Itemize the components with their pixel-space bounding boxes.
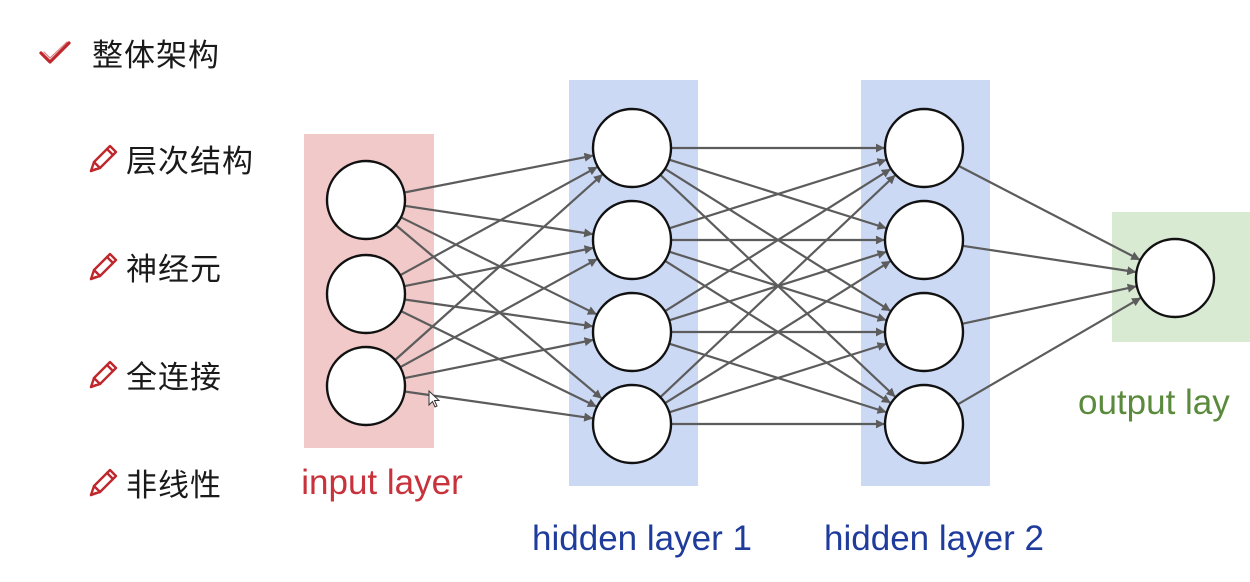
layer-labels: input layer hidden layer 1 hidden layer 2 o…: [301, 383, 1230, 558]
connection-1-1-0: [668, 158, 887, 230]
connection-1-3-2: [668, 342, 887, 414]
neuron-1-3: [591, 383, 673, 465]
layer-label-2: hidden layer 2: [824, 519, 1044, 558]
neuron-1-2: [591, 291, 673, 373]
neuron-3-0: [1134, 237, 1216, 319]
connection-1-2-0: [664, 168, 891, 313]
neuron-0-0: [325, 159, 407, 241]
connection-0-0-2: [400, 216, 597, 316]
layer-label-0: input layer: [301, 463, 463, 502]
neuron-2-0: [883, 107, 965, 189]
layer-label-1: hidden layer 1: [532, 519, 752, 558]
outline-item-fully-connected: 全连接: [86, 352, 222, 397]
outline-item-label: 层次结构: [126, 144, 254, 180]
checkmark-icon: [39, 40, 71, 64]
outline-title-text: 整体架构: [92, 38, 220, 74]
layer-label-3: output lay: [1078, 383, 1230, 422]
connection-0-1-0: [399, 166, 598, 277]
outline-title: 整体架构: [38, 30, 220, 75]
connection-0-0-3: [395, 224, 603, 400]
connection-2-1-0: [962, 244, 1137, 276]
neuron-2-2: [883, 291, 965, 373]
neuron-1-0: [591, 107, 673, 189]
outline-item-neuron: 神经元: [86, 244, 222, 289]
outline-item-nonlinearity: 非线性: [86, 460, 222, 505]
connection-0-2-2: [403, 337, 594, 380]
outline-item-label: 神经元: [126, 252, 222, 288]
connection-1-3-1: [664, 260, 891, 405]
neurons: [325, 107, 1216, 465]
neuron-2-3: [883, 383, 965, 465]
connection-0-0-1: [404, 204, 594, 238]
neuron-2-1: [883, 199, 965, 281]
outline-item-hierarchy: 层次结构: [86, 136, 254, 181]
connection-2-0-0: [958, 164, 1141, 261]
connection-2-2-0: [961, 283, 1137, 325]
connection-0-0-0: [404, 152, 594, 194]
connection-2-3-0: [957, 297, 1142, 406]
pencil-icon: [89, 468, 118, 496]
mouse-cursor-icon: [428, 389, 441, 408]
pencil-icon: [89, 144, 118, 172]
connection-0-2-1: [399, 258, 598, 369]
neuron-0-1: [325, 253, 407, 335]
outline-item-label: 非线性: [126, 468, 222, 504]
pencil-icon: [89, 252, 118, 280]
connection-0-2-3: [404, 390, 594, 422]
outline-item-label: 全连接: [126, 360, 222, 396]
neuron-0-2: [325, 345, 407, 427]
neuron-1-1: [591, 199, 673, 281]
connection-0-2-0: [394, 173, 603, 361]
connections: [394, 143, 1142, 429]
connection-1-3-0: [659, 174, 896, 398]
pencil-icon: [89, 360, 118, 388]
